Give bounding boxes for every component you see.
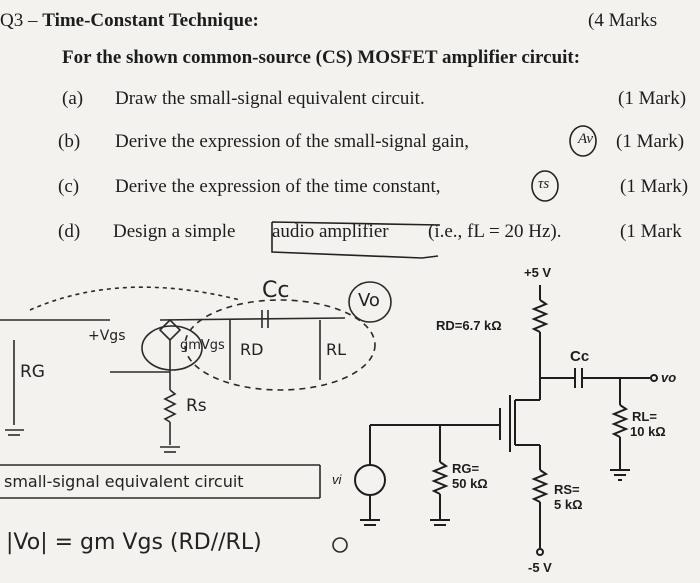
rl-label: RL= xyxy=(632,409,657,424)
question-intro: For the shown common-source (CS) MOSFET … xyxy=(62,47,581,68)
handwritten-circuit xyxy=(0,281,392,553)
question-header: Q3 – Time-Constant Technique: xyxy=(0,10,259,31)
rg-label: RG= xyxy=(452,461,480,476)
bottom-supply-label: -5 V xyxy=(528,560,552,575)
part-c-symbol: τs xyxy=(538,176,550,192)
part-b-label: (b) xyxy=(58,131,81,152)
rs-label: RS= xyxy=(554,482,580,497)
part-a-label: (a) xyxy=(62,88,84,109)
part-d-marks: (1 Mark xyxy=(620,221,682,242)
hand-vo: Vo xyxy=(358,290,380,311)
av-circle xyxy=(569,125,597,157)
hand-cc: Cc xyxy=(262,278,290,303)
part-c-marks: (1 Mark) xyxy=(620,176,689,197)
hand-caption: small-signal equivalent circuit xyxy=(4,472,244,491)
rg-value: 50 kΩ xyxy=(452,476,488,491)
rl-value: 10 kΩ xyxy=(630,424,666,439)
question-marks: (4 Marks xyxy=(588,10,658,31)
vi-label: vi xyxy=(332,472,342,487)
supply-label: +5 V xyxy=(524,265,552,280)
rd-label: RD=6.7 kΩ xyxy=(436,318,502,333)
cc-label: Cc xyxy=(570,348,590,365)
part-b-marks: (1 Mark) xyxy=(616,131,685,152)
hand-rs: Rs xyxy=(186,396,207,416)
part-d-text2: audio amplifier xyxy=(272,221,389,242)
hand-vgs: +Vgs xyxy=(88,328,126,344)
audio-box xyxy=(271,221,441,259)
hand-rl: RL xyxy=(326,340,347,359)
part-b-text: Derive the expression of the small-signa… xyxy=(115,131,470,152)
part-c-label: (c) xyxy=(58,176,80,197)
hand-rd: RD xyxy=(240,340,264,359)
question-title: Time-Constant Technique: xyxy=(42,10,259,31)
hand-equation: |Vo| = gm Vgs (RD//RL) xyxy=(6,530,262,555)
hand-gm: gmVgs xyxy=(180,338,225,353)
part-d-label: (d) xyxy=(58,221,81,242)
printed-circuit xyxy=(354,285,658,556)
part-a-marks: (1 Mark) xyxy=(618,88,687,109)
part-d-text3: (i.e., fL = 20 Hz). xyxy=(428,221,562,242)
rs-value: 5 kΩ xyxy=(554,497,583,512)
hand-rg: RG xyxy=(20,362,45,382)
part-a-text: Draw the small-signal equivalent circuit… xyxy=(115,88,425,109)
tau-circle xyxy=(531,170,559,202)
question-number: Q3 xyxy=(0,10,24,31)
vo-label: vo xyxy=(661,370,677,385)
part-b-symbol: Av xyxy=(578,131,593,147)
part-c-text: Derive the expression of the time consta… xyxy=(115,176,441,197)
part-d-text: Design a simple xyxy=(113,221,236,242)
